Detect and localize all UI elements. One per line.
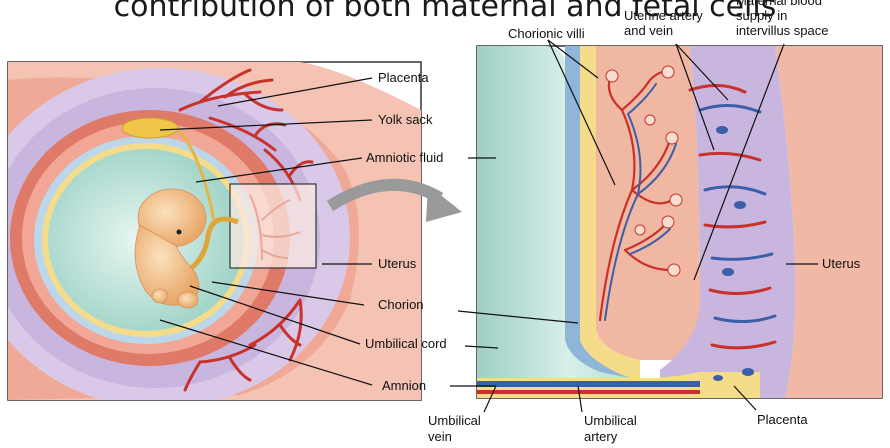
slide-title: contribution of both maternal and fetal …	[0, 0, 890, 27]
label-umbilical-artery-line1: Umbilical	[584, 414, 637, 428]
label-amniotic-fluid: Amniotic fluid	[366, 151, 443, 165]
label-chorion: Chorion	[378, 298, 424, 312]
label-umbilical-vein-line2: vein	[428, 430, 452, 444]
label-umbilical-cord: Umbilical cord	[365, 337, 447, 351]
left-panel	[0, 62, 421, 408]
right-panel	[477, 46, 882, 398]
label-amnion: Amnion	[382, 379, 426, 393]
label-umbilical-vein-line1: Umbilical	[428, 414, 481, 428]
label-uterus-left: Uterus	[378, 257, 416, 271]
label-placenta-right: Placenta	[757, 413, 808, 427]
label-uterus-right: Uterus	[822, 257, 860, 271]
label-chorionic-villi: Chorionic villi	[508, 27, 585, 41]
zoom-arrowhead	[426, 185, 462, 222]
label-umbilical-artery-line2: artery	[584, 430, 617, 444]
label-placenta-left: Placenta	[378, 71, 429, 85]
yolk-sac	[122, 118, 178, 138]
label-yolk-sack: Yolk sack	[378, 113, 432, 127]
